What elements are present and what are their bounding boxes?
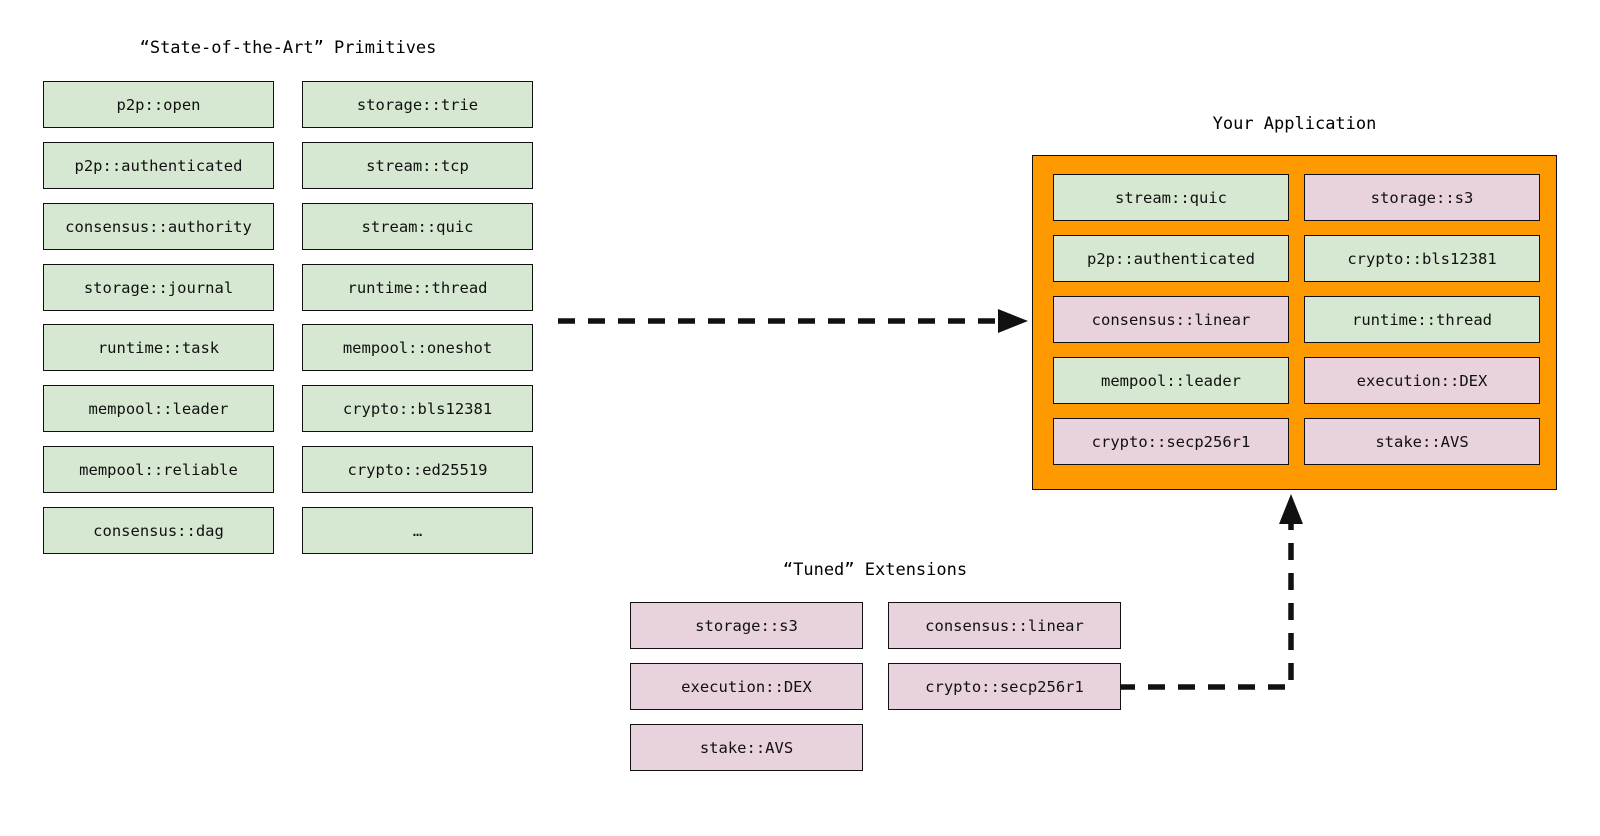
primitive-node[interactable]: storage::journal xyxy=(43,264,274,311)
arrow-extensions-to-application xyxy=(1118,494,1303,690)
application-node[interactable]: crypto::bls12381 xyxy=(1304,235,1540,282)
application-node[interactable]: runtime::thread xyxy=(1304,296,1540,343)
primitive-node[interactable]: consensus::authority xyxy=(43,203,274,250)
extension-node[interactable]: execution::DEX xyxy=(630,663,863,710)
arrow-primitives-to-application xyxy=(558,309,1028,333)
primitive-node[interactable]: mempool::reliable xyxy=(43,446,274,493)
application-node[interactable]: p2p::authenticated xyxy=(1053,235,1289,282)
primitive-node[interactable]: storage::trie xyxy=(302,81,533,128)
application-panel: stream::quic p2p::authenticated consensu… xyxy=(1032,155,1557,490)
extensions-section-title: “Tuned” Extensions xyxy=(782,560,968,580)
primitive-node[interactable]: p2p::open xyxy=(43,81,274,128)
primitive-node[interactable]: consensus::dag xyxy=(43,507,274,554)
extension-node[interactable]: crypto::secp256r1 xyxy=(888,663,1121,710)
primitive-node[interactable]: mempool::oneshot xyxy=(302,324,533,371)
primitive-node[interactable]: runtime::task xyxy=(43,324,274,371)
primitive-node[interactable]: stream::tcp xyxy=(302,142,533,189)
application-node[interactable]: stream::quic xyxy=(1053,174,1289,221)
primitive-node[interactable]: … xyxy=(302,507,533,554)
primitive-node[interactable]: p2p::authenticated xyxy=(43,142,274,189)
application-node[interactable]: stake::AVS xyxy=(1304,418,1540,465)
primitive-node[interactable]: stream::quic xyxy=(302,203,533,250)
application-node[interactable]: storage::s3 xyxy=(1304,174,1540,221)
extension-node[interactable]: consensus::linear xyxy=(888,602,1121,649)
primitive-node[interactable]: crypto::bls12381 xyxy=(302,385,533,432)
primitive-node[interactable]: runtime::thread xyxy=(302,264,533,311)
extension-node[interactable]: storage::s3 xyxy=(630,602,863,649)
application-section-title: Your Application xyxy=(1212,114,1377,134)
application-node[interactable]: crypto::secp256r1 xyxy=(1053,418,1289,465)
application-node[interactable]: mempool::leader xyxy=(1053,357,1289,404)
application-node[interactable]: execution::DEX xyxy=(1304,357,1540,404)
extension-node[interactable]: stake::AVS xyxy=(630,724,863,771)
primitive-node[interactable]: mempool::leader xyxy=(43,385,274,432)
primitive-node[interactable]: crypto::ed25519 xyxy=(302,446,533,493)
application-node[interactable]: consensus::linear xyxy=(1053,296,1289,343)
primitives-section-title: “State-of-the-Art” Primitives xyxy=(139,38,437,58)
